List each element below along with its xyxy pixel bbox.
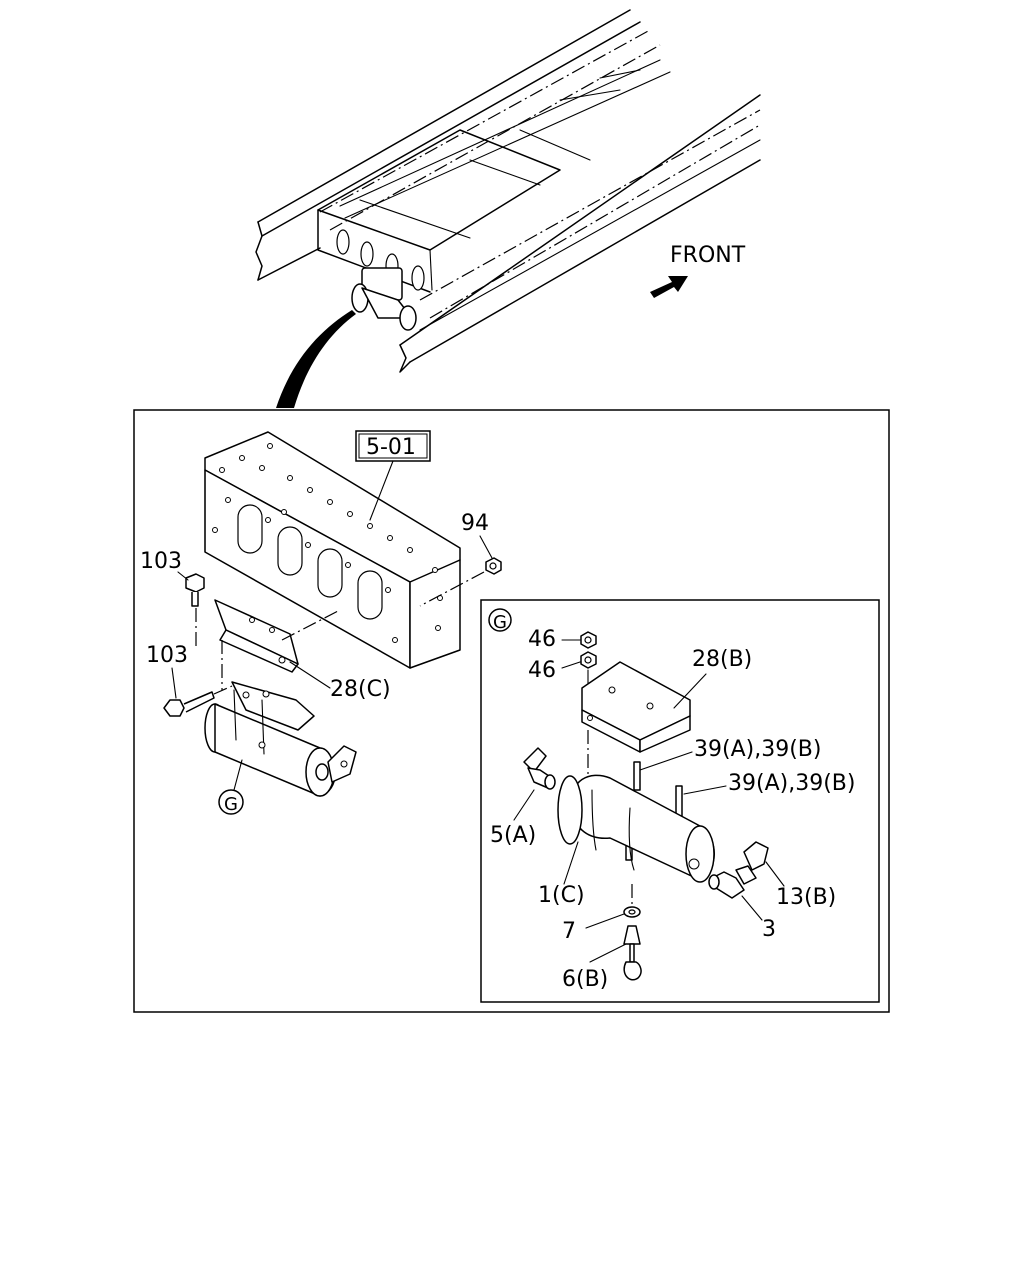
air-tank-1c xyxy=(557,774,715,883)
cross-member-bracket xyxy=(204,431,461,669)
air-tank-assembly xyxy=(204,681,357,797)
detail-g-box xyxy=(480,599,880,1003)
drain-valve-6b-icon xyxy=(623,925,642,981)
callout-103-upper: 103 xyxy=(140,549,182,574)
chassis-frame-overview xyxy=(255,9,761,408)
fitting-3-icon xyxy=(708,871,745,899)
bolt-103-lower-icon xyxy=(163,691,215,717)
connector-13b-icon xyxy=(735,841,769,885)
bracket-28c xyxy=(214,599,299,673)
callout-103-lower: 103 xyxy=(146,643,188,668)
callout-28c: 28(C) xyxy=(330,677,391,702)
callout-g-main: G xyxy=(224,794,238,815)
detail-box xyxy=(133,409,890,1013)
callout-1c: 1(C) xyxy=(538,883,585,908)
callout-39-upper: 39(A),39(B) xyxy=(694,737,821,762)
callout-g-main-circle xyxy=(218,789,244,815)
bracket-28b xyxy=(581,661,691,753)
ref-box-label: 5-01 xyxy=(366,435,416,460)
bolt-103-upper-icon xyxy=(185,573,205,607)
elbow-fitting-5a-icon xyxy=(523,747,556,790)
callout-7: 7 xyxy=(562,919,576,944)
callout-94: 94 xyxy=(461,511,489,536)
callout-6b: 6(B) xyxy=(562,967,608,992)
callout-3: 3 xyxy=(762,917,776,942)
callout-46-lower: 46 xyxy=(528,658,556,683)
front-label: FRONT xyxy=(670,243,746,268)
front-arrow-icon xyxy=(650,276,688,298)
detail-g-circle xyxy=(488,608,512,632)
callout-39-lower: 39(A),39(B) xyxy=(728,771,855,796)
callout-28b: 28(B) xyxy=(692,647,752,672)
detail-g-label: G xyxy=(493,612,507,633)
callout-13b: 13(B) xyxy=(776,885,836,910)
callout-5a: 5(A) xyxy=(490,823,536,848)
callout-46-upper: 46 xyxy=(528,627,556,652)
